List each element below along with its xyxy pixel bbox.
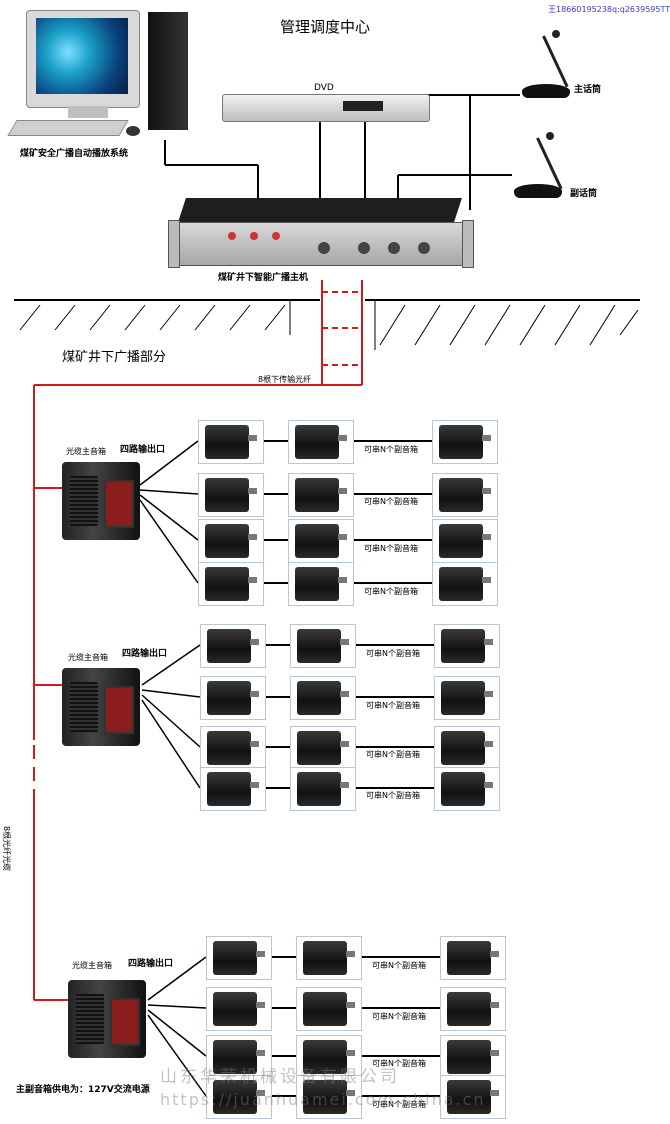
sub-speaker-icon	[198, 519, 264, 563]
sub-microphone-label: 副话筒	[570, 189, 598, 199]
chain-label: 可串N个副音箱	[364, 587, 418, 596]
chain-label: 可串N个副音箱	[366, 750, 420, 759]
computer-label: 煤矿安全广播自动播放系统	[20, 149, 129, 159]
computer-icon	[7, 8, 188, 138]
outputs-label: 四路输出口	[128, 959, 174, 969]
broadcast-host-label: 煤矿井下智能广播主机	[218, 273, 309, 283]
main-speaker-label: 光缆主音箱	[68, 653, 108, 662]
sub-speaker-icon	[200, 726, 266, 770]
dvd-label: DVD	[314, 83, 334, 93]
main-speaker-icon	[62, 462, 140, 540]
sub-microphone-icon	[506, 132, 566, 202]
sub-speaker-icon	[432, 420, 498, 464]
sub-speaker-icon	[288, 519, 354, 563]
main-speaker-label: 光缆主音箱	[72, 961, 112, 970]
power-supply-note: 主副音箱供电为：127V交流电源	[16, 1085, 150, 1095]
sub-speaker-icon	[296, 936, 362, 980]
chain-label: 可串N个副音箱	[372, 1100, 426, 1109]
dvd-player-icon	[222, 94, 430, 122]
sub-speaker-icon	[206, 936, 272, 980]
url-watermark: https://juanhuamei.com.china.cn	[160, 1090, 486, 1109]
control-center-title: 管理调度中心	[280, 18, 371, 36]
outputs-label: 四路输出口	[120, 445, 166, 455]
chain-label: 可串N个副音箱	[364, 445, 418, 454]
chain-label: 可串N个副音箱	[372, 1059, 426, 1068]
sub-speaker-icon	[198, 473, 264, 517]
chain-label: 可串N个副音箱	[364, 544, 418, 553]
sub-speaker-icon	[432, 519, 498, 563]
main-microphone-icon	[512, 30, 572, 100]
sub-speaker-icon	[206, 987, 272, 1031]
main-microphone-label: 主话筒	[574, 85, 602, 95]
chain-label: 可串N个副音箱	[372, 961, 426, 970]
main-speaker-icon	[68, 980, 146, 1058]
sub-speaker-icon	[440, 987, 506, 1031]
broadcast-host-icon	[168, 198, 474, 270]
chain-label: 可串N个副音箱	[366, 701, 420, 710]
sub-speaker-icon	[288, 562, 354, 606]
sub-speaker-icon	[206, 1035, 272, 1079]
chain-label: 可串N个副音箱	[372, 1012, 426, 1021]
sub-speaker-icon	[432, 473, 498, 517]
sub-speaker-icon	[434, 726, 500, 770]
outputs-label: 四路输出口	[122, 649, 168, 659]
underground-zone-label: 煤矿井下广播部分	[62, 350, 167, 365]
sub-speaker-icon	[290, 624, 356, 668]
sub-speaker-icon	[200, 676, 266, 720]
sub-speaker-icon	[288, 473, 354, 517]
sub-speaker-icon	[200, 767, 266, 811]
sub-speaker-icon	[296, 1035, 362, 1079]
chain-label: 可串N个副音箱	[366, 791, 420, 800]
sub-speaker-icon	[198, 562, 264, 606]
fiber-trunk-label: 8根下传输光纤	[258, 375, 312, 384]
sub-speaker-icon	[290, 767, 356, 811]
sub-speaker-icon	[290, 676, 356, 720]
sub-speaker-icon	[432, 562, 498, 606]
main-speaker-label: 光缆主音箱	[66, 447, 106, 456]
sub-speaker-icon	[198, 420, 264, 464]
chain-label: 可串N个副音箱	[364, 497, 418, 506]
sub-speaker-icon	[288, 420, 354, 464]
main-speaker-icon	[62, 668, 140, 746]
fiber-side-label: 8根光纤光缆	[2, 826, 11, 872]
contact-watermark: 王18660195238q:q2639595TT	[548, 5, 670, 14]
sub-speaker-icon	[440, 1035, 506, 1079]
sub-speaker-icon	[434, 767, 500, 811]
sub-speaker-icon	[296, 987, 362, 1031]
sub-speaker-icon	[200, 624, 266, 668]
sub-speaker-icon	[296, 1075, 362, 1119]
sub-speaker-icon	[206, 1075, 272, 1119]
company-watermark: 山东华荣机械设备有限公司	[160, 1067, 400, 1087]
sub-speaker-icon	[290, 726, 356, 770]
sub-speaker-icon	[434, 676, 500, 720]
sub-speaker-icon	[440, 1075, 506, 1119]
sub-speaker-icon	[440, 936, 506, 980]
sub-speaker-icon	[434, 624, 500, 668]
chain-label: 可串N个副音箱	[366, 649, 420, 658]
